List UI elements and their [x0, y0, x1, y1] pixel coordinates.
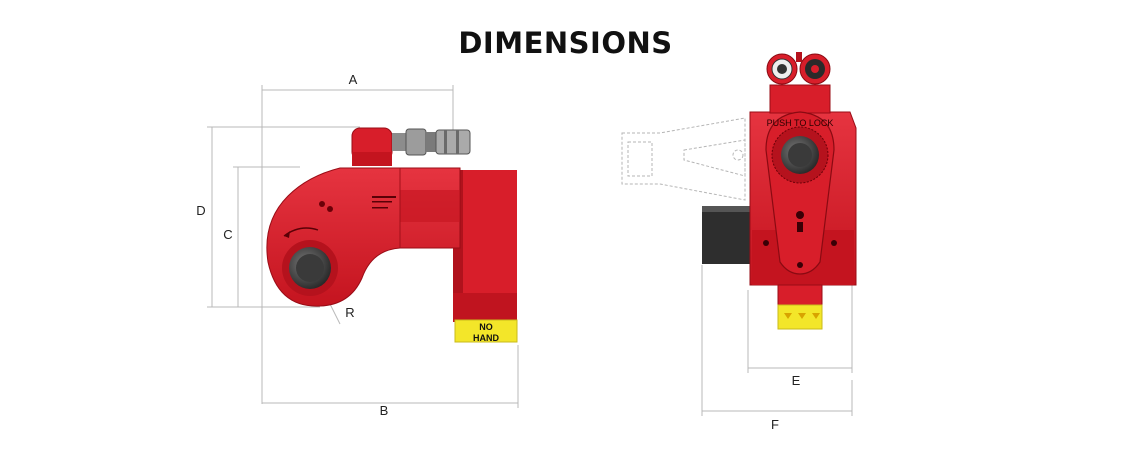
no-hand-label-line2: HAND	[473, 333, 499, 343]
dimension-f-label: F	[771, 417, 779, 432]
torque-wrench-front-view: PUSH TO LOCK	[702, 52, 857, 330]
dimension-r-label: R	[345, 305, 354, 320]
no-hand-warning-label: NO HAND	[454, 319, 518, 343]
dimension-c-label: C	[223, 227, 232, 242]
dimension-d-label: D	[196, 203, 205, 218]
top-fittings	[766, 52, 831, 85]
dimension-e-label: E	[792, 373, 801, 388]
brand-marking	[372, 196, 396, 209]
no-hand-label-line1: NO	[479, 322, 493, 332]
square-drive-socket-front	[771, 126, 829, 184]
dimension-lines-side-view	[207, 85, 519, 408]
square-drive-socket	[282, 240, 338, 296]
page-title: DIMENSIONS	[458, 26, 673, 60]
push-to-lock-label: PUSH TO LOCK	[767, 118, 834, 128]
dimension-a-label: A	[349, 72, 358, 87]
dimension-b-label: B	[380, 403, 389, 418]
swivel-fitting	[351, 127, 471, 166]
drive-square	[702, 206, 750, 264]
reaction-arm-ghost-outline	[621, 117, 746, 201]
torque-wrench-side-view: NO HAND	[266, 127, 518, 343]
